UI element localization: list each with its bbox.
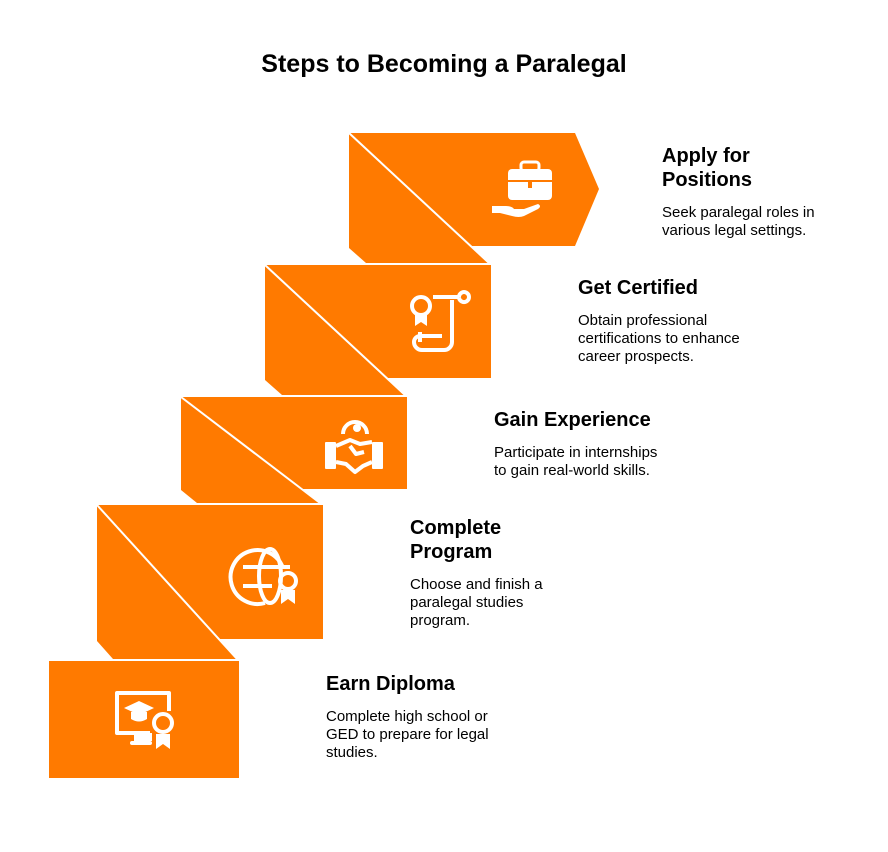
step-title: Complete Program [410,517,502,563]
step-label-get-certified: Get Certified Obtain professional certif… [578,276,748,366]
step-gain-experience [180,396,407,504]
step-description: Seek paralegal roles in various legal se… [662,204,815,239]
step-title: Get Certified [578,277,699,299]
handshake-icon [325,420,383,474]
step-label-earn-diploma: Earn Diploma Complete high school or GED… [326,672,496,762]
step-complete-program [96,504,323,660]
certificate-scroll-icon [410,290,471,352]
step-label-complete-program: Complete Program Choose and finish a par… [410,516,560,630]
step-title: Apply for Positions [662,145,753,191]
step-earn-diploma [49,661,239,778]
step-label-gain-experience: Gain Experience Participate in internshi… [494,408,664,480]
page-title: Steps to Becoming a Paralegal [261,50,627,78]
globe-award-icon [228,547,298,607]
step-apply-for-positions [348,132,599,264]
step-get-certified [264,264,491,396]
diploma-icon [115,691,174,749]
step-title: Gain Experience [494,409,651,431]
step-description: Participate in internships to gain real-… [494,444,658,479]
briefcase-hand-icon [492,160,552,217]
step-description: Choose and finish a paralegal studies pr… [410,576,543,629]
step-title: Earn Diploma [326,673,455,695]
step-label-apply-for-positions: Apply for Positions Seek paralegal roles… [662,144,832,240]
step-description: Obtain professional certifications to en… [578,312,740,365]
step-description: Complete high school or GED to prepare f… [326,708,489,761]
